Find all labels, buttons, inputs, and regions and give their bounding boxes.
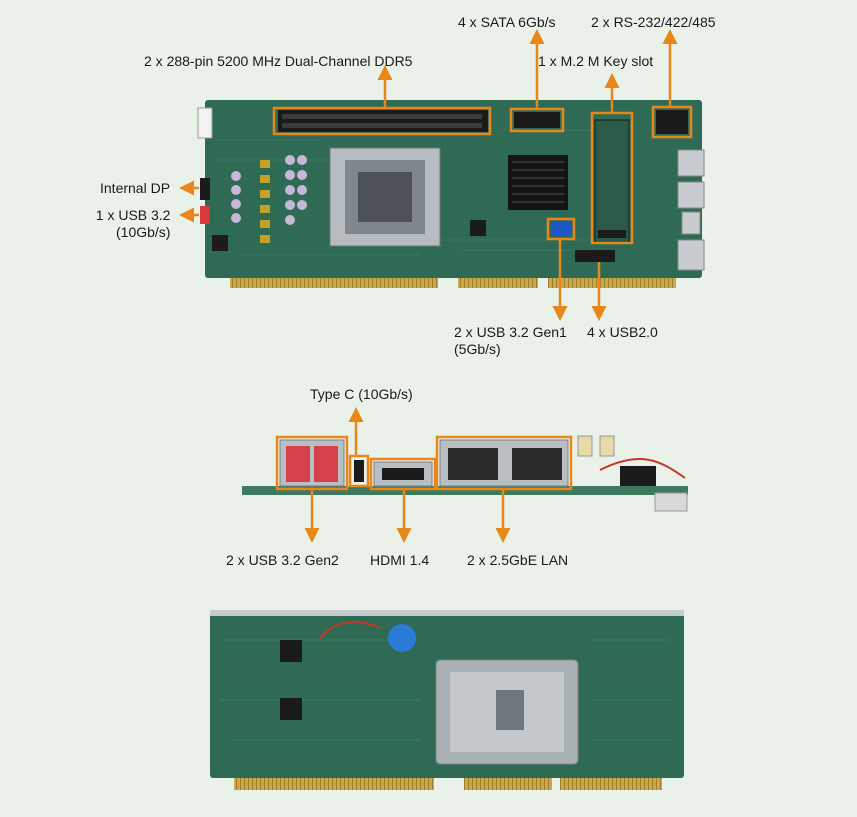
m2-slot bbox=[594, 119, 630, 243]
rs232-callout-box bbox=[651, 105, 693, 139]
internal-dp-label: Internal DP bbox=[100, 180, 171, 196]
dimm-slots bbox=[278, 110, 488, 132]
ddr5-callout-box bbox=[272, 106, 492, 136]
typec-port bbox=[354, 460, 364, 482]
board-bottom-view bbox=[210, 610, 684, 790]
typec-callout-box bbox=[348, 454, 370, 488]
rs232-label: 2 x RS-232/422/485 bbox=[591, 14, 716, 30]
usb32-gen2-label: 2 x USB 3.2 Gen2 bbox=[226, 552, 339, 568]
vrm-components bbox=[231, 155, 307, 225]
usb32-gen1-callout-box bbox=[546, 217, 576, 241]
usb32-label: 1 x USB 3.2 (10Gb/s) bbox=[95, 207, 171, 241]
rs232-headers bbox=[656, 110, 688, 134]
cmos-battery bbox=[388, 624, 416, 652]
lan-label: 2 x 2.5GbE LAN bbox=[467, 552, 569, 568]
usb32-gen1-label: 2 x USB 3.2 Gen1 (5Gb/s) bbox=[454, 324, 567, 358]
lan-callout-box bbox=[435, 435, 573, 491]
m2-callout-box bbox=[590, 111, 634, 245]
board-io-view bbox=[242, 407, 688, 543]
usb20-label: 4 x USB2.0 bbox=[587, 324, 658, 340]
pcb-top bbox=[205, 100, 702, 278]
usb32-connector bbox=[200, 206, 210, 224]
pcb-edge bbox=[242, 486, 688, 495]
usb32-gen1-label-line1: 2 x USB 3.2 Gen1 bbox=[454, 324, 567, 340]
sata-connectors bbox=[514, 112, 560, 128]
sata-label: 4 x SATA 6Gb/s bbox=[458, 14, 556, 30]
usb32-label-line2: (10Gb/s) bbox=[116, 224, 171, 240]
board-top-view bbox=[179, 29, 705, 321]
usb32-gen1-header bbox=[551, 222, 571, 236]
hdmi-label: HDMI 1.4 bbox=[370, 552, 430, 568]
usb32-gen1-label-line2: (5Gb/s) bbox=[454, 341, 501, 357]
typec-label: Type C (10Gb/s) bbox=[310, 386, 413, 402]
usb32-gen2-callout-box bbox=[275, 435, 349, 491]
chipset-heatsink bbox=[508, 155, 568, 210]
internal-dp-connector bbox=[200, 178, 210, 200]
usb20-headers bbox=[575, 250, 615, 262]
edge-connector bbox=[230, 276, 438, 288]
hdmi-callout-box bbox=[369, 457, 437, 491]
sata-callout-box bbox=[509, 107, 565, 133]
usb32-label-line1: 1 x USB 3.2 bbox=[95, 207, 171, 223]
ddr5-label: 2 x 288-pin 5200 MHz Dual-Channel DDR5 bbox=[144, 53, 413, 69]
m2-label: 1 x M.2 M Key slot bbox=[538, 53, 654, 69]
